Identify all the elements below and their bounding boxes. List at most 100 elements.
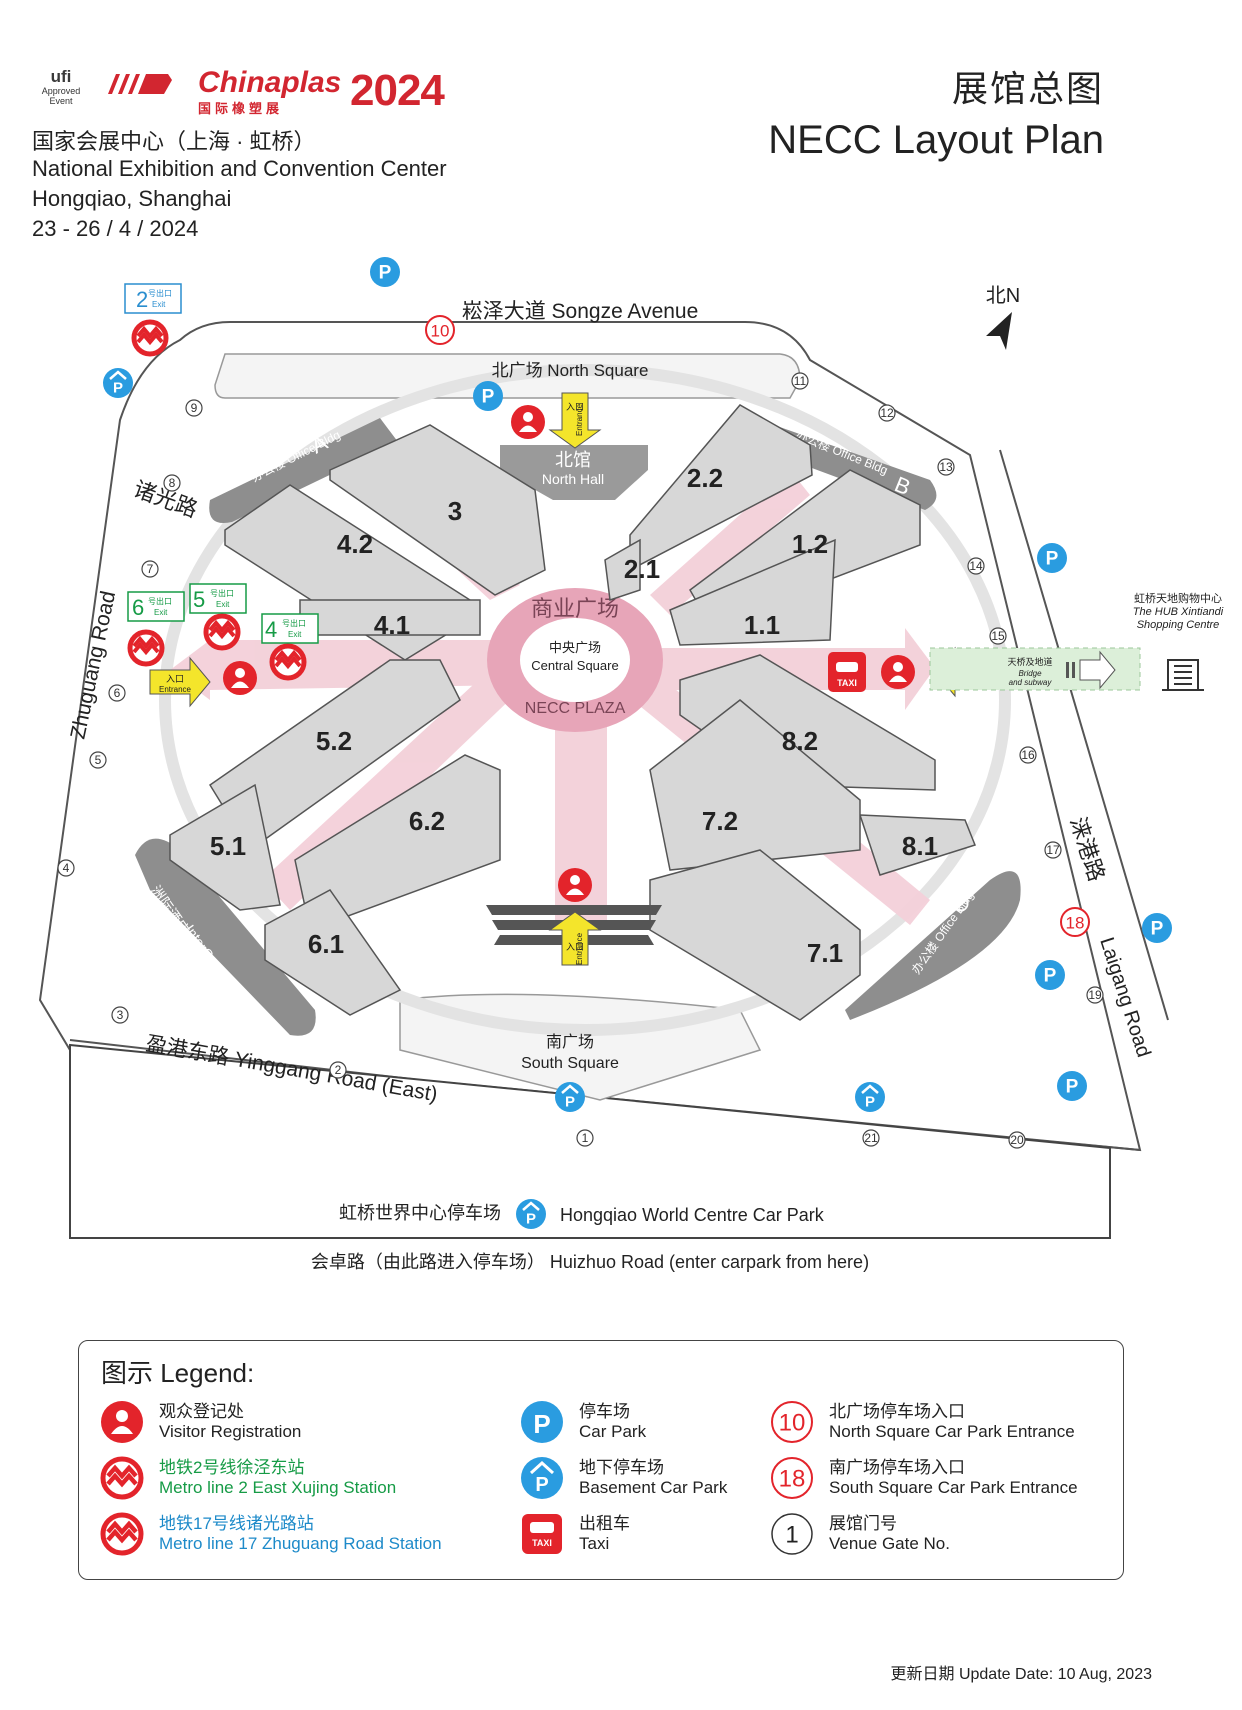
svg-text:5: 5	[193, 587, 205, 612]
legend-label-en: Metro line 2 East Xujing Station	[159, 1478, 397, 1497]
parking-icon[interactable]	[1037, 543, 1067, 573]
svg-text:2: 2	[335, 1063, 342, 1077]
ufi-logo-sub: Approved Event	[41, 86, 81, 106]
svg-text:Exit: Exit	[288, 630, 302, 639]
visitor-registration-icon[interactable]	[881, 655, 915, 689]
gate-15: 15	[989, 627, 1007, 645]
legend-label-en: North Square Car Park Entrance	[829, 1422, 1075, 1441]
parking-icon[interactable]	[1057, 1071, 1087, 1101]
central-square-cn: 中央广场	[549, 640, 601, 655]
visitor-registration-icon[interactable]	[511, 405, 545, 439]
plaza-name-en: NECC PLAZA	[525, 700, 626, 717]
metro-line-17-icon[interactable]	[272, 646, 304, 678]
metro-icon	[100, 1456, 144, 1500]
parking-icon[interactable]	[370, 257, 400, 287]
svg-text:2: 2	[136, 287, 148, 312]
update-date: 更新日期 Update Date: 10 Aug, 2023	[890, 1666, 1153, 1683]
legend-label-cn: 地铁2号线徐泾东站	[159, 1458, 305, 1477]
south-square-cn: 南广场	[546, 1033, 594, 1051]
metro-exit-5: 5 号出口 Exit	[189, 583, 247, 614]
brand-year: 2024	[350, 66, 445, 115]
svg-text:P: P	[535, 1474, 548, 1496]
hall-label: 4.1	[374, 610, 410, 640]
chinaplas-mark-icon	[108, 74, 172, 94]
svg-text:9: 9	[191, 401, 198, 415]
metro-line-17-icon[interactable]	[130, 632, 162, 664]
hall-label: 6.2	[409, 806, 445, 836]
shopping-centre-icon	[1162, 659, 1204, 691]
legend-label-en: South Square Car Park Entrance	[829, 1478, 1078, 1497]
basement-parking-icon[interactable]	[853, 1080, 887, 1114]
svg-text:18: 18	[779, 1466, 806, 1493]
central-square	[520, 618, 630, 702]
basement-parking-icon[interactable]	[101, 366, 135, 400]
gate-3: 3	[111, 1006, 129, 1024]
central-square-en: Central Square	[531, 658, 618, 673]
office-bldg-c	[845, 871, 1021, 1020]
basement-parking-icon[interactable]	[553, 1080, 587, 1114]
brand-name-cn: 国际橡塑展	[198, 101, 284, 116]
event-dates: 23 - 26 / 4 / 2024	[32, 216, 199, 241]
svg-text:7: 7	[147, 562, 154, 576]
svg-text:12: 12	[880, 406, 894, 420]
svg-text:13: 13	[939, 460, 953, 474]
svg-text:19: 19	[1088, 988, 1102, 1002]
svg-text:P: P	[533, 1409, 550, 1439]
gate-16: 16	[1019, 746, 1037, 764]
svg-text:入口: 入口	[566, 942, 584, 952]
visitor-registration-icon[interactable]	[558, 868, 592, 902]
hall-label: 6.1	[308, 929, 344, 959]
svg-text:16: 16	[1021, 748, 1035, 762]
legend-label-cn: 展馆门号	[829, 1514, 897, 1533]
venue-name-cn: 国家会展中心（上海 · 虹桥）	[32, 129, 316, 154]
metro-line-17-icon[interactable]	[206, 616, 238, 648]
hall-label: 2.1	[624, 554, 660, 584]
svg-text:17: 17	[1046, 843, 1060, 857]
legend-label-en: Basement Car Park	[579, 1478, 728, 1497]
metro-exit-4: 4 号出口 Exit	[261, 613, 319, 644]
legend-label-cn: 地铁17号线诸光路站	[159, 1514, 314, 1533]
hall-label: 4.2	[337, 529, 373, 559]
svg-text:3: 3	[117, 1008, 124, 1022]
parking-icon[interactable]	[473, 381, 503, 411]
svg-text:8: 8	[169, 476, 176, 490]
legend-box: 图示 Legend: 观众登记处 Visitor Registration 地铁…	[78, 1340, 1124, 1580]
hall-5.1	[169, 783, 281, 911]
hall-3	[329, 424, 546, 596]
entrance-arrow-north: 入口 Entrance	[548, 392, 602, 449]
svg-text:Entrance: Entrance	[575, 403, 584, 436]
svg-text:Entrance: Entrance	[159, 685, 192, 694]
bridge-arrow-icon	[1066, 650, 1116, 690]
legend-label-cn: 北广场停车场入口	[829, 1402, 965, 1421]
svg-text:4: 4	[63, 861, 70, 875]
gate-8: 8	[163, 474, 181, 492]
gate-6: 6	[108, 684, 126, 702]
legend-label-en: Metro line 17 Zhuguang Road Station	[159, 1534, 442, 1553]
brand-name: Chinaplas	[198, 66, 342, 99]
legend-item-north-carpark-entrance: 10 北广场停车场入口 North Square Car Park Entran…	[769, 1399, 1075, 1445]
venue-name-en: National Exhibition and Convention Cente…	[32, 156, 447, 181]
svg-text:Exit: Exit	[152, 300, 166, 309]
hall-label: 7.1	[807, 938, 843, 968]
svg-text:号出口: 号出口	[148, 596, 172, 606]
page-title-cn: 展馆总图	[951, 68, 1104, 109]
svg-text:10: 10	[779, 1410, 806, 1437]
parking-icon[interactable]	[1035, 960, 1065, 990]
office-bldg-a	[209, 418, 398, 524]
metro-line-2-icon[interactable]	[134, 322, 166, 354]
gate-19: 19	[1086, 986, 1104, 1004]
hall-8.1	[858, 814, 976, 876]
visitor-registration-icon[interactable]	[223, 661, 257, 695]
legend-label-en: Taxi	[579, 1534, 610, 1553]
taxi-icon: TAXI	[522, 1514, 562, 1554]
legend-label-cn: 停车场	[579, 1402, 630, 1421]
venue-gate-icon: 1	[771, 1513, 813, 1555]
svg-text:Exit: Exit	[216, 600, 230, 609]
parking-icon[interactable]	[1142, 913, 1172, 943]
gate-13: 13	[937, 458, 955, 476]
intercontinental-hotel	[135, 838, 316, 1036]
entrance-arrow-west: 入口 Entrance	[149, 656, 211, 708]
gate-21: 21	[862, 1129, 880, 1147]
legend-item-taxi: TAXI 出租车 Taxi	[519, 1511, 630, 1557]
legend-title: 图示 Legend:	[101, 1358, 255, 1388]
